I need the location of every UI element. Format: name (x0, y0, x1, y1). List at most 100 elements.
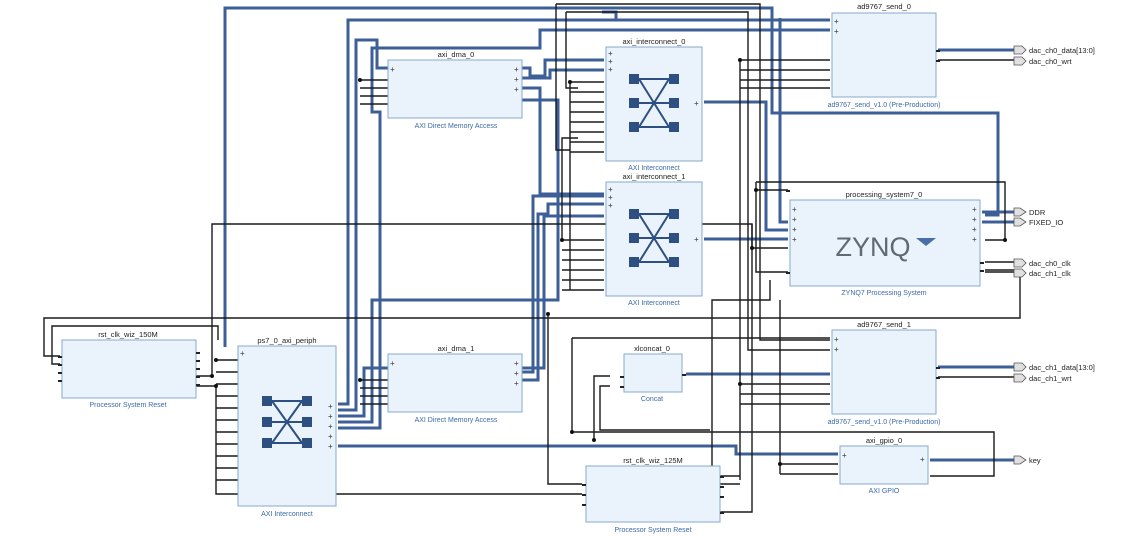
net-wire[interactable] (565, 12, 578, 89)
bus-wire[interactable] (338, 18, 830, 406)
crossbar-icon (629, 209, 679, 267)
net-wire[interactable] (196, 223, 788, 377)
plus-icon: + (834, 345, 839, 354)
plus-icon: + (514, 65, 519, 74)
block-ad9767-send-1[interactable]: ad9767_send_1 ad9767_send_v1.0 (Pre-Prod… (828, 320, 941, 426)
plus-icon: + (834, 17, 839, 26)
bus-wire[interactable] (522, 68, 604, 80)
bus-wire[interactable] (522, 214, 604, 370)
external-ports: dac_ch0_data[13:0] dac_ch0_wrt DDR FIXED… (1013, 45, 1095, 465)
bus-wire[interactable] (338, 444, 838, 456)
block-body[interactable] (387, 353, 523, 413)
plus-icon: + (514, 85, 519, 94)
bus-wire[interactable] (223, 6, 1000, 347)
bus-wire[interactable] (522, 58, 604, 78)
net-wire[interactable] (196, 385, 582, 495)
port-dac-ch1-clk[interactable]: dac_ch1_clk (1013, 268, 1071, 278)
net-wire[interactable] (756, 181, 1006, 241)
plus-icon: + (608, 201, 613, 210)
plus-icon: + (694, 99, 699, 108)
plus-icon: + (608, 193, 613, 202)
plus-icon: + (514, 75, 519, 84)
plus-icon: + (328, 432, 333, 441)
plus-icon: + (792, 205, 797, 214)
net-wire[interactable] (555, 4, 570, 151)
block-title: axi_interconnect_0 (623, 37, 686, 46)
net-wire[interactable] (711, 280, 771, 468)
crossbar-icon (629, 74, 679, 132)
block-xlconcat-0[interactable]: xlconcat_0 Concat (623, 344, 683, 403)
block-title: ad9767_send_1 (857, 320, 911, 329)
bus-wire[interactable] (338, 98, 560, 424)
port-ddr[interactable]: DDR (1013, 207, 1046, 217)
plus-icon: + (328, 412, 333, 421)
bus-wire[interactable] (522, 194, 604, 374)
block-rst-clk-wiz-150m[interactable]: rst_clk_wiz_150M Processor System Reset (61, 330, 197, 409)
port-dac-ch1-data[interactable]: dac_ch1_data[13:0] (1013, 362, 1095, 372)
plus-icon: + (694, 235, 699, 244)
net-wire[interactable] (571, 338, 995, 477)
port-fixed-io[interactable]: FIXED_IO (1013, 217, 1063, 227)
bus-wire[interactable] (602, 10, 618, 22)
pin-markers: + + + + + + + + + + + + + + + + + + + + … (58, 17, 1007, 514)
net-wire[interactable] (547, 314, 582, 485)
port-label: DDR (1029, 208, 1046, 217)
net-wire[interactable] (599, 385, 710, 431)
net-wire[interactable] (755, 182, 788, 273)
bus-wire[interactable] (778, 18, 788, 224)
block-axi-interconnect-1[interactable]: axi_interconnect_1 AXI Interconnect (605, 172, 703, 307)
plus-icon: + (792, 235, 797, 244)
bus-wire[interactable] (522, 202, 604, 382)
port-label: dac_ch0_wrt (1029, 57, 1072, 66)
port-label: dac_ch1_clk (1029, 269, 1071, 278)
block-body[interactable] (237, 345, 337, 507)
plus-icon: + (514, 379, 519, 388)
port-dac-ch0-clk[interactable]: dac_ch0_clk (1013, 258, 1071, 268)
block-body[interactable] (387, 59, 523, 119)
block-processing-system7-0[interactable]: processing_system7_0 ZYNQ ZYNQ7 Processi… (789, 190, 981, 297)
block-title: processing_system7_0 (846, 190, 923, 199)
plus-icon: + (608, 57, 613, 66)
zynq-logo: ZYNQ (835, 232, 910, 262)
block-axi-gpio-0[interactable]: axi_gpio_0 AXI GPIO (839, 436, 929, 495)
block-title: rst_clk_wiz_125M (623, 456, 683, 465)
block-axi-dma-0[interactable]: axi_dma_0 AXI Direct Memory Access (387, 50, 523, 130)
block-subtitle: AXI Direct Memory Access (415, 123, 498, 130)
bus-wire[interactable] (338, 38, 388, 412)
block-title: axi_interconnect_1 (623, 172, 686, 181)
net-wire[interactable] (720, 224, 753, 513)
block-body[interactable] (839, 445, 929, 485)
port-dac-ch1-wrt[interactable]: dac_ch1_wrt (1013, 373, 1072, 383)
block-subtitle: ZYNQ7 Processing System (841, 290, 926, 297)
block-body[interactable] (831, 329, 937, 415)
block-rst-clk-wiz-125m[interactable]: rst_clk_wiz_125M Processor System Reset (585, 456, 721, 534)
net-wire[interactable] (566, 11, 830, 351)
net-wire[interactable] (556, 3, 830, 341)
plus-icon: + (328, 442, 333, 451)
net-wire[interactable] (561, 137, 578, 240)
block-body[interactable] (623, 353, 683, 393)
bus-wire[interactable] (522, 86, 604, 196)
plus-icon: + (972, 235, 977, 244)
block-ps7-0-axi-periph[interactable]: ps7_0_axi_periph AXI Interconnect (237, 336, 337, 518)
port-dac-ch0-data[interactable]: dac_ch0_data[13:0] (1013, 45, 1095, 55)
plus-icon: + (328, 402, 333, 411)
block-ad9767-send-0[interactable]: ad9767_send_0 ad9767_send_v1.0 (Pre-Prod… (828, 2, 941, 109)
block-axi-interconnect-0[interactable]: axi_interconnect_0 AXI Interconnect (605, 37, 703, 172)
net-wire[interactable] (593, 375, 610, 440)
plus-icon: + (842, 451, 847, 460)
block-body[interactable] (831, 12, 937, 98)
block-title: xlconcat_0 (634, 344, 670, 353)
block-body[interactable] (61, 339, 197, 399)
bus-wire[interactable] (338, 366, 388, 418)
port-label: dac_ch0_data[13:0] (1029, 46, 1095, 55)
block-body[interactable] (585, 465, 721, 523)
port-key[interactable]: key (1013, 455, 1041, 465)
block-axi-dma-1[interactable]: axi_dma_1 AXI Direct Memory Access (387, 344, 523, 424)
port-dac-ch0-wrt[interactable]: dac_ch0_wrt (1013, 56, 1072, 66)
block-body[interactable] (789, 199, 981, 287)
net-wire[interactable] (51, 325, 219, 365)
plus-icon: + (514, 369, 519, 378)
bus-wire[interactable] (704, 100, 788, 232)
